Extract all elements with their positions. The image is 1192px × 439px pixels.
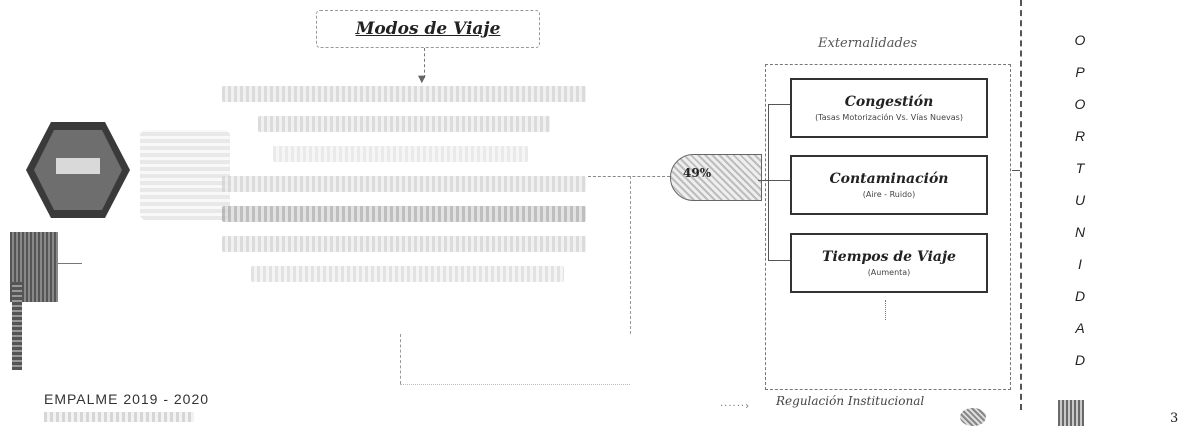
opportunity-letter: O [1074,32,1086,48]
blurred-row [222,176,586,192]
card-title: Tiempos de Viaje [822,249,956,265]
left-connector [58,263,82,264]
regulation-arrow-line [885,300,887,320]
opportunity-letter: O [1074,96,1086,112]
opportunity-letter: U [1074,192,1086,208]
card-title: Contaminación [829,171,949,187]
bracket-tick-3 [768,260,790,261]
card-title: Congestión [844,94,934,110]
connector-down-to-bottom [630,176,632,334]
opportunity-letter: A [1075,320,1085,336]
vertical-divider [1020,0,1023,410]
blurred-row [222,236,586,252]
hexagon-logo-icon [26,122,130,218]
title-down-arrow [424,48,426,78]
right-bracket [1012,170,1020,171]
bracket-tick-1 [768,104,790,105]
blurred-row [258,116,550,132]
opportunity-letter: D [1074,288,1086,304]
opportunity-letter: T [1075,160,1085,176]
blurred-label-block [140,130,230,220]
footer-event: EMPALME 2019 - 2020 [44,391,210,407]
percentage-half-circle [670,154,762,201]
card-subtitle: (Tasas Motorización Vs. Vías Nuevas) [815,113,963,122]
externalities-frame [765,64,1011,390]
blurred-row [251,266,565,282]
bottom-logo-icon [960,408,986,426]
card-congestion: Congestión (Tasas Motorización Vs. Vías … [790,78,988,138]
card-subtitle: (Aire - Ruido) [862,190,916,199]
blurred-row [222,86,586,102]
blurred-row [222,206,586,222]
left-vertical-bar [12,282,22,370]
connector-to-percentage [588,176,670,177]
externalities-label: Externalidades [818,36,918,51]
bottom-qr-icon [1058,400,1084,426]
opportunity-letter: P [1075,64,1085,80]
blurred-row [272,146,528,162]
footer-subtitle-blur [44,412,194,422]
down-arrow-icon: ▼ [418,74,426,85]
opportunity-letter: I [1078,256,1082,272]
opportunity-letter: R [1074,128,1086,144]
card-travel-time: Tiempos de Viaje (Aumenta) [790,233,988,293]
bottom-connector [400,334,402,384]
card-contamination: Contaminación (Aire - Ruido) [790,155,988,215]
card-subtitle: (Aumenta) [867,268,911,277]
travel-modes-title: Modos de Viaje [355,19,501,39]
externalities-bracket [768,104,789,260]
bracket-tick-2 [758,180,790,181]
opportunity-letter: N [1074,224,1086,240]
regulation-label: Regulación Institucional [776,394,925,408]
opportunity-letter: D [1074,352,1086,368]
percentage-value: 49% [683,166,712,180]
regulation-dotted-arrow: ······› [720,401,751,412]
bottom-connector-h [400,384,630,385]
travel-modes-title-box: Modos de Viaje [316,10,540,48]
blurred-rows [222,86,586,282]
hexagon-logo [24,120,132,220]
page-number: 3 [1170,411,1179,426]
